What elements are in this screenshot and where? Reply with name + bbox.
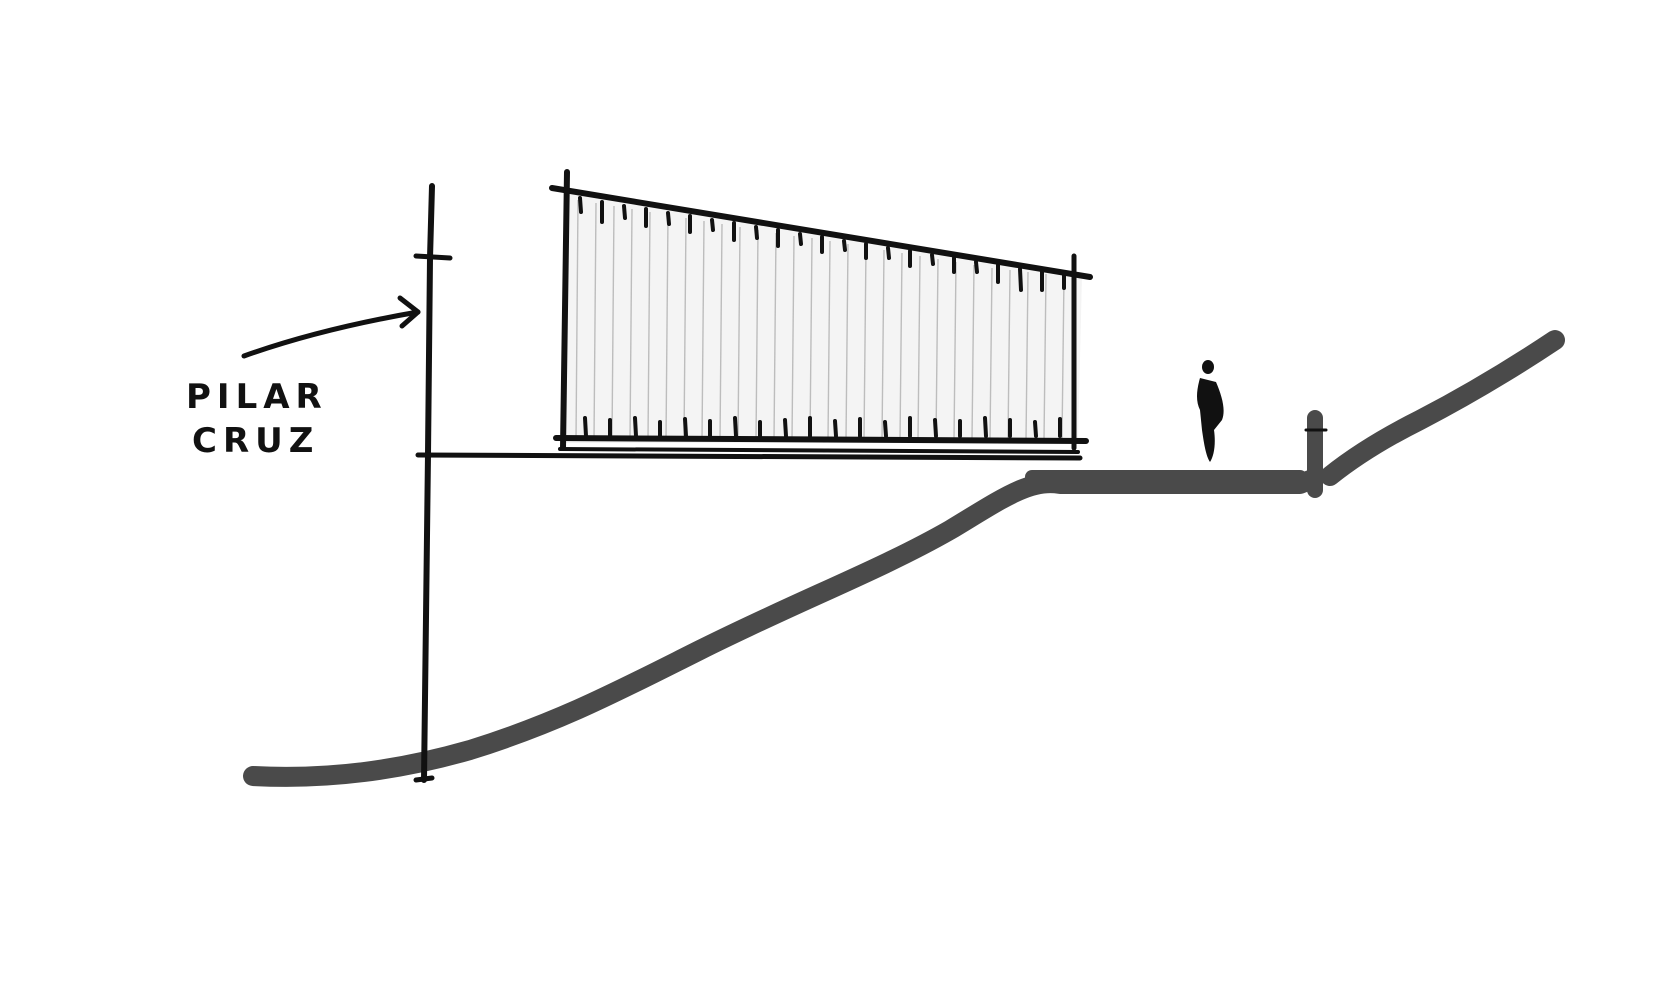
building-drips-bottom — [583, 416, 1062, 438]
building-floor-line — [553, 435, 1089, 444]
annotation-arrow-line — [241, 309, 421, 359]
cross-pillar-line — [421, 183, 435, 783]
pillar-tick-bottom — [413, 775, 435, 783]
deck-line — [415, 452, 1083, 461]
building-left-wall — [560, 169, 570, 451]
building-base-line — [558, 447, 1080, 454]
building-hatching — [575, 199, 1065, 441]
person-figure — [1197, 360, 1224, 462]
building-roof-line — [549, 185, 1093, 280]
terrain-line — [243, 330, 1565, 787]
pillar-tick-top — [413, 253, 453, 261]
building-drips-top — [578, 196, 1066, 292]
annotation-line-2: CRUZ — [192, 421, 319, 461]
annotation-line-1: PILAR — [186, 377, 328, 417]
annotation-arrow-head — [397, 295, 421, 329]
